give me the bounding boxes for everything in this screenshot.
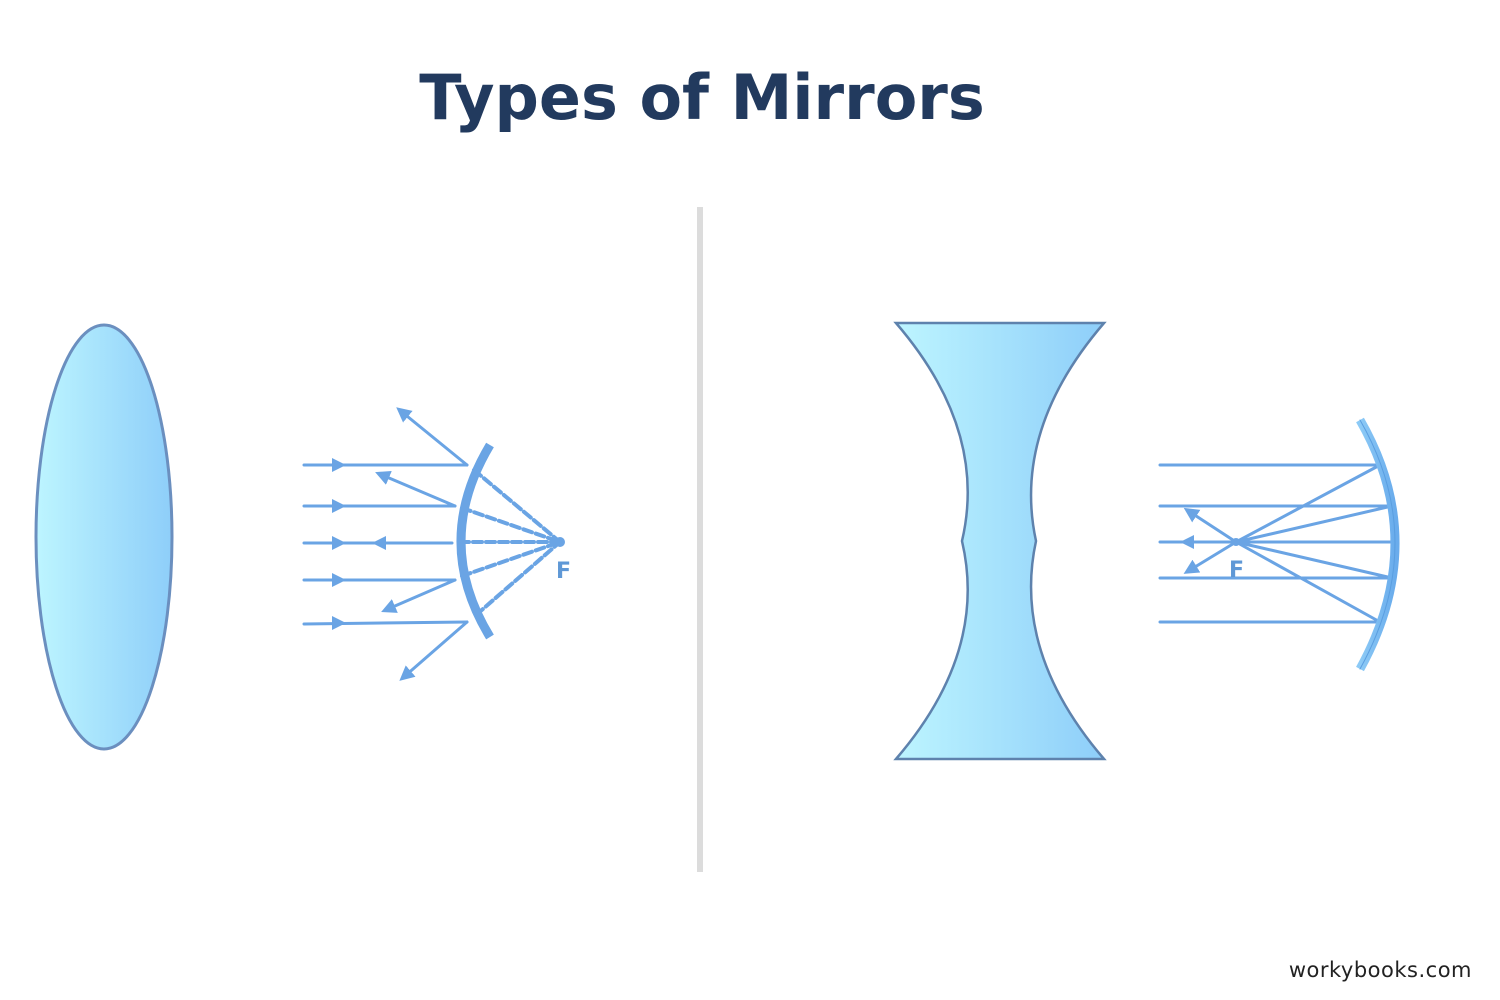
virtual-rays-dashed bbox=[458, 468, 562, 617]
concave-lens-shape bbox=[893, 321, 1107, 761]
incoming-rays bbox=[1158, 463, 1397, 624]
convex-mirror-arc bbox=[456, 442, 494, 640]
brand-footer: workybooks.com bbox=[1288, 958, 1472, 982]
convex-mirror-diagram bbox=[302, 407, 565, 681]
panel-divider bbox=[697, 207, 703, 872]
focal-point-dot bbox=[1232, 538, 1240, 546]
reflected-rays-to-focus bbox=[1183, 463, 1394, 624]
concave-mirror-diagram bbox=[1158, 417, 1400, 672]
convex-lens-shape bbox=[34, 323, 174, 751]
focal-point-dot bbox=[555, 537, 565, 547]
reflected-arrow-icons bbox=[1180, 535, 1194, 549]
focal-label-left: F bbox=[556, 559, 571, 584]
reflected-rays bbox=[375, 407, 469, 681]
incoming-ray-arrow-icons bbox=[332, 458, 386, 630]
focal-label-right: F bbox=[1229, 558, 1244, 583]
page-title: Types of Mirrors bbox=[419, 61, 985, 134]
